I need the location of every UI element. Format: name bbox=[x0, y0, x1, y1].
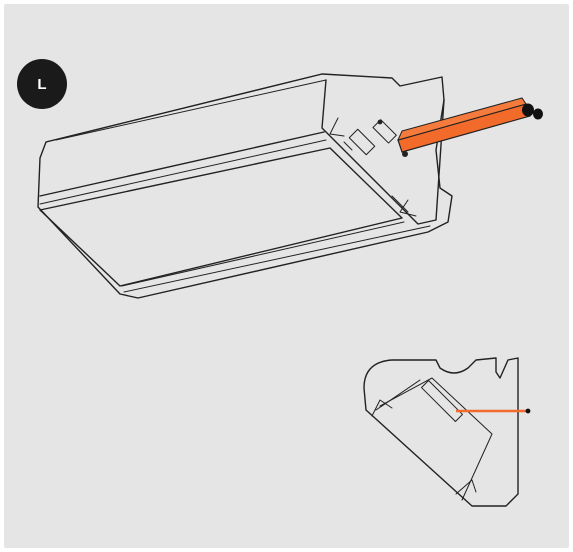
profile-cross-section-drawing bbox=[363, 357, 531, 507]
orange-wire-icon bbox=[397, 97, 543, 153]
variant-badge: L bbox=[17, 59, 67, 109]
illustration-panel: L bbox=[4, 4, 569, 548]
variant-badge-label: L bbox=[37, 75, 47, 93]
led-profile-3d-drawing bbox=[37, 73, 453, 299]
